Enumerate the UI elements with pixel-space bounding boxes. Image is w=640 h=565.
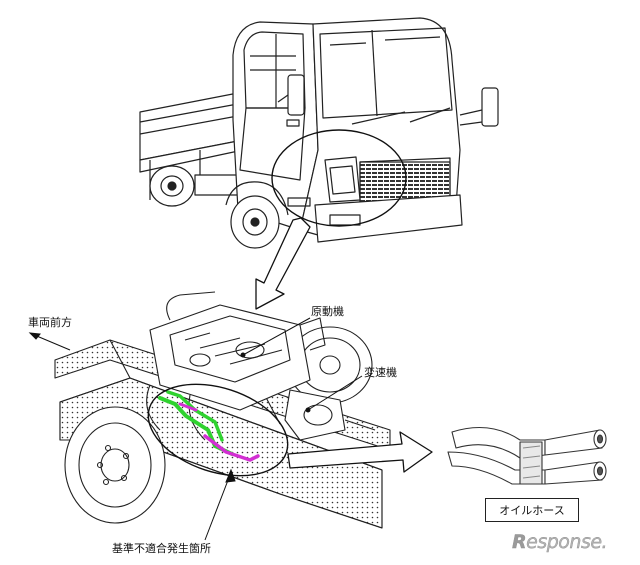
truck-illustration (139, 17, 499, 249)
label-oil-hose: オイルホース (485, 498, 579, 522)
transmission-unit (284, 389, 376, 441)
site-leader-arrowhead (225, 468, 236, 483)
side-mirror-left (277, 74, 305, 116)
site-highlight-ellipse (147, 383, 289, 477)
side-mirror-right (459, 87, 499, 127)
response-watermark: Response. (512, 531, 608, 553)
oil-hose-highlight (158, 390, 260, 462)
chassis-illustration (54, 291, 391, 529)
hose-upper-end (544, 429, 603, 456)
label-nonconformity-site: 基準不適合発生箇所 (112, 542, 211, 555)
transmission-leader-dot (305, 407, 311, 413)
front-wheel (64, 406, 166, 524)
oil-hose-detail (447, 427, 607, 485)
detail-arrow (287, 431, 433, 473)
watermark-lead: R (512, 531, 527, 553)
rear-wheel (149, 165, 195, 207)
leader-lines (28, 317, 363, 541)
engine-leader-dot (240, 352, 246, 358)
watermark-rest: esponse. (526, 531, 608, 553)
forward-arrowhead (28, 332, 41, 340)
label-transmission: 変速機 (364, 366, 397, 379)
label-vehicle-forward: 車両前方 (28, 316, 72, 329)
engine-leader (242, 317, 311, 356)
cargo-bed (139, 91, 244, 200)
site-leader (204, 474, 231, 541)
zoom-arrow (255, 217, 311, 310)
cab (225, 17, 463, 249)
label-engine: 原動機 (311, 305, 344, 318)
transmission-leader (307, 375, 363, 411)
hose-clamp (519, 441, 543, 485)
hose-lower-end (544, 461, 603, 485)
truck-highlight-ellipse (271, 129, 407, 227)
